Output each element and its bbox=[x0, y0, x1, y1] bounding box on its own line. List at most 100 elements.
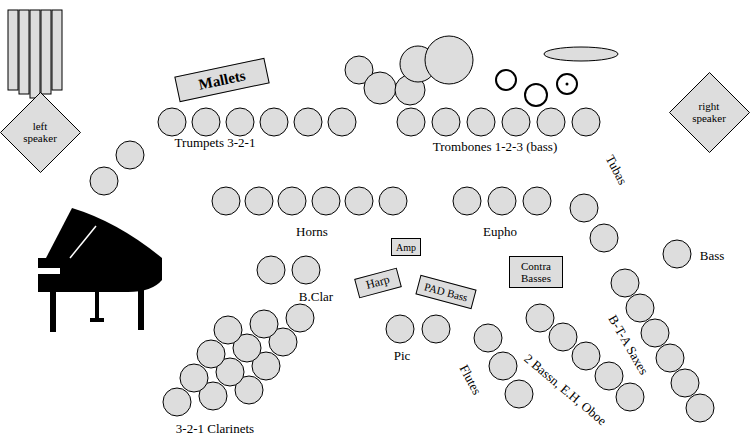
piano-lyre bbox=[95, 290, 99, 320]
chair bbox=[278, 187, 306, 215]
section-label: B.Clar bbox=[299, 290, 333, 304]
drum bbox=[364, 72, 396, 104]
chair bbox=[537, 108, 565, 136]
chair bbox=[397, 108, 425, 136]
chair bbox=[616, 383, 644, 411]
section-label: Trumpets 3-2-1 bbox=[175, 136, 256, 150]
chime-tube bbox=[52, 10, 62, 90]
chair bbox=[570, 194, 598, 222]
chair bbox=[250, 310, 278, 338]
chair bbox=[505, 380, 533, 408]
chair bbox=[432, 108, 460, 136]
chair bbox=[260, 108, 288, 136]
chair bbox=[197, 340, 225, 368]
piano-lid bbox=[46, 208, 162, 258]
section-label: Bass bbox=[700, 249, 725, 263]
chair bbox=[116, 141, 144, 169]
mallets-box: Mallets bbox=[174, 58, 269, 103]
chime-tube bbox=[8, 10, 18, 90]
chair bbox=[379, 187, 407, 215]
node-text: PAD Bass bbox=[423, 280, 469, 303]
node-text: left speaker bbox=[19, 120, 61, 144]
section-label: Pic bbox=[394, 349, 411, 363]
diamond-shape bbox=[669, 72, 749, 152]
piano bbox=[38, 208, 162, 332]
chair bbox=[180, 364, 208, 392]
chair bbox=[163, 388, 191, 416]
node-text: Amp bbox=[396, 242, 416, 253]
node-text: Mallets bbox=[197, 67, 247, 93]
chair bbox=[245, 187, 273, 215]
section-label: Flutes bbox=[456, 363, 484, 398]
chair bbox=[386, 315, 414, 343]
chair bbox=[572, 342, 600, 370]
chimes bbox=[8, 10, 62, 98]
amp-box: Amp bbox=[391, 238, 421, 256]
chair bbox=[523, 187, 551, 215]
section-label: Trombones 1-2-3 (bass) bbox=[433, 140, 557, 154]
section-label: Horns bbox=[296, 225, 328, 239]
chair bbox=[663, 240, 691, 268]
chime-tube bbox=[30, 10, 40, 98]
chair bbox=[595, 362, 623, 390]
lid-prop bbox=[70, 226, 96, 258]
chair bbox=[488, 187, 516, 215]
chair bbox=[192, 108, 220, 136]
chair bbox=[422, 315, 450, 343]
node-text: Harp bbox=[365, 274, 392, 293]
chair bbox=[158, 108, 186, 136]
piano-leg bbox=[138, 288, 144, 330]
cymbal bbox=[525, 84, 547, 106]
contra-basses-box: Contra Basses bbox=[509, 256, 563, 288]
cymbal bbox=[496, 70, 516, 90]
chair bbox=[226, 108, 254, 136]
harp-box: Harp bbox=[354, 268, 402, 299]
cymbal bbox=[557, 74, 577, 94]
chair bbox=[656, 344, 684, 372]
chair bbox=[611, 269, 639, 297]
chair bbox=[502, 108, 530, 136]
section-label: Tubas bbox=[602, 153, 629, 187]
chair bbox=[626, 294, 654, 322]
chair bbox=[453, 187, 481, 215]
node-text: Contra Basses bbox=[514, 260, 558, 284]
section-label: 3-2-1 Clarinets bbox=[176, 422, 254, 436]
chair bbox=[686, 394, 714, 422]
section-label: Eupho bbox=[483, 225, 517, 239]
chair bbox=[671, 369, 699, 397]
speaker-diamond: right speaker bbox=[669, 72, 750, 153]
chair bbox=[641, 319, 669, 347]
chair bbox=[90, 167, 118, 195]
chairs bbox=[90, 36, 714, 422]
chair bbox=[549, 323, 577, 351]
chair bbox=[572, 108, 600, 136]
cymbal-dot bbox=[566, 83, 569, 86]
gong bbox=[544, 47, 618, 61]
chair bbox=[489, 352, 517, 380]
chair bbox=[292, 256, 320, 284]
chair bbox=[212, 187, 240, 215]
node-text: right speaker bbox=[688, 100, 730, 124]
chair bbox=[526, 304, 554, 332]
chair bbox=[467, 108, 495, 136]
chime-tube bbox=[19, 10, 29, 94]
chair bbox=[328, 108, 356, 136]
piano-pedals bbox=[90, 318, 104, 322]
chair bbox=[345, 187, 373, 215]
pad-bass-box: PAD Bass bbox=[415, 275, 476, 309]
speaker-diamond: left speaker bbox=[0, 92, 81, 173]
chair bbox=[214, 316, 242, 344]
piano-case bbox=[38, 258, 162, 292]
chair bbox=[474, 324, 502, 352]
piano-leg bbox=[50, 290, 56, 332]
chair bbox=[294, 108, 322, 136]
drum bbox=[425, 36, 473, 84]
chime-tube bbox=[41, 10, 51, 94]
chair bbox=[286, 304, 314, 332]
chair bbox=[590, 224, 618, 252]
chair bbox=[257, 256, 285, 284]
diamond-shape bbox=[0, 92, 80, 172]
chair bbox=[312, 187, 340, 215]
piano-keys bbox=[38, 268, 60, 274]
